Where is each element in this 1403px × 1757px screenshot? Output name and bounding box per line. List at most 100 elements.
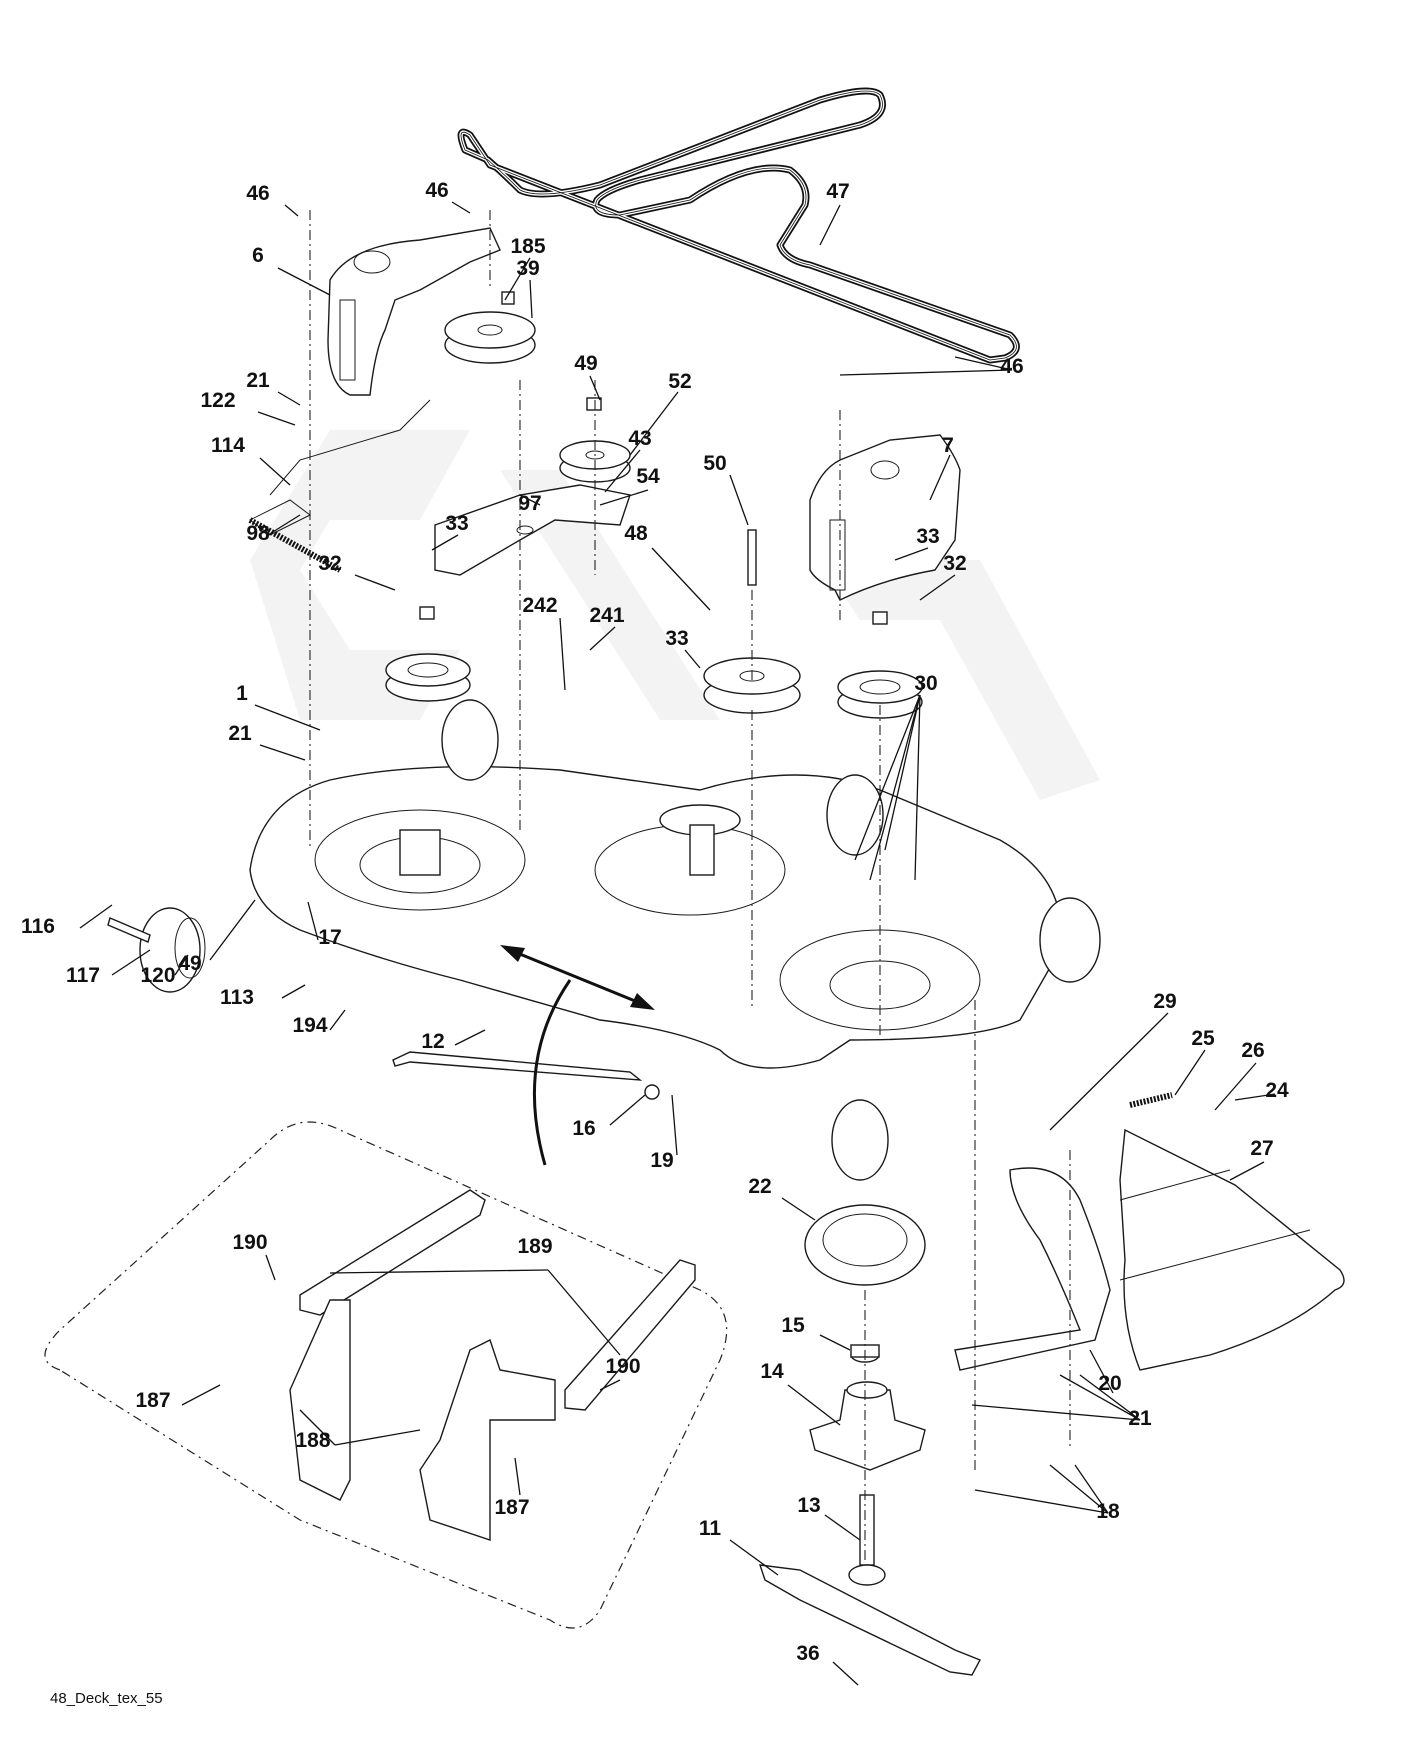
callout-label-27[interactable]: 27	[1250, 1137, 1273, 1160]
callout-label-190[interactable]: 190	[605, 1355, 640, 1378]
callout-leader	[929, 454, 951, 501]
callout-label-33[interactable]: 33	[445, 512, 468, 535]
callout-label-50[interactable]: 50	[703, 452, 726, 475]
callout-label-190[interactable]: 190	[232, 1231, 267, 1254]
callout-label-12[interactable]: 12	[421, 1030, 444, 1053]
callout-leader	[529, 279, 533, 319]
callout-leader	[919, 574, 956, 601]
callout-label-18[interactable]: 18	[1096, 1500, 1120, 1523]
chute-spring-25[interactable]	[1129, 1092, 1173, 1108]
callout-label-7[interactable]: 7	[942, 434, 954, 457]
idler-pulley-48[interactable]	[703, 529, 801, 714]
callout-label-26[interactable]: 26	[1241, 1039, 1264, 1062]
callout-label-16[interactable]: 16	[572, 1117, 595, 1140]
callout-label-36[interactable]: 36	[796, 1642, 819, 1665]
right-pulley-cover[interactable]	[809, 434, 961, 601]
callout-leader	[259, 457, 291, 486]
callout-leader	[824, 1514, 861, 1541]
callout-label-14[interactable]: 14	[760, 1360, 784, 1383]
callout-label-20[interactable]: 20	[1098, 1372, 1121, 1395]
callout-label-33[interactable]: 33	[665, 627, 688, 650]
deck-belt[interactable]	[457, 87, 1020, 364]
blade-11[interactable]	[758, 1564, 981, 1676]
callout-leader	[547, 1269, 621, 1356]
callout-label-187[interactable]: 187	[135, 1389, 170, 1412]
callout-label-49[interactable]: 49	[574, 352, 597, 375]
callout-label-242[interactable]: 242	[522, 594, 557, 617]
callout-label-11[interactable]: 11	[699, 1517, 722, 1540]
callout-label-188[interactable]: 188	[295, 1429, 330, 1452]
callout-label-117[interactable]: 117	[66, 964, 100, 987]
callout-label-33[interactable]: 33	[916, 525, 939, 548]
left-pulley-cover[interactable]	[327, 227, 501, 396]
callout-label-21[interactable]: 21	[246, 369, 270, 392]
callout-label-43[interactable]: 43	[628, 427, 651, 450]
spindle-pulley-32-right[interactable]	[837, 611, 923, 719]
callout-label-39[interactable]: 39	[516, 257, 539, 280]
callout-label-46[interactable]: 46	[425, 179, 448, 202]
callout-label-24[interactable]: 24	[1265, 1079, 1289, 1102]
callout-label-120[interactable]: 120	[140, 964, 175, 987]
gauge-wheel-front-center[interactable]	[831, 1099, 889, 1181]
gauge-wheel-rear-left[interactable]	[441, 699, 499, 781]
callout-label-185[interactable]: 185	[510, 235, 545, 258]
callout-label-114[interactable]: 114	[211, 434, 245, 457]
callout-leader	[79, 904, 113, 929]
gauge-wheel-front-right[interactable]	[1039, 897, 1101, 983]
callout-leader	[629, 391, 679, 456]
callout-leader	[111, 949, 151, 976]
gauge-wheel-rear-right[interactable]	[826, 774, 884, 856]
chute-deflector-bracket[interactable]	[954, 1167, 1111, 1371]
callout-label-32[interactable]: 32	[943, 552, 966, 575]
callout-label-21[interactable]: 21	[1128, 1407, 1152, 1430]
spindle-shaft-13[interactable]	[848, 1494, 886, 1586]
gauge-wheel-117[interactable]	[107, 907, 206, 993]
callout-label-47[interactable]: 47	[826, 180, 849, 203]
callout-label-15[interactable]: 15	[781, 1314, 805, 1337]
callout-leader	[684, 649, 701, 669]
stabilizer-rod[interactable]	[392, 1051, 660, 1100]
callout-label-97[interactable]: 97	[518, 492, 541, 515]
callout-label-1[interactable]: 1	[236, 682, 248, 705]
callout-label-189[interactable]: 189	[517, 1235, 552, 1258]
callout-label-6[interactable]: 6	[252, 244, 264, 267]
callout-label-32[interactable]: 32	[318, 552, 341, 575]
callout-label-29[interactable]: 29	[1153, 990, 1176, 1013]
callout-label-54[interactable]: 54	[636, 465, 660, 488]
callout-leader	[589, 626, 616, 651]
hanger-arm-right[interactable]	[564, 1259, 696, 1411]
hanger-arm-left[interactable]	[299, 1189, 486, 1316]
spacer-ring-22[interactable]	[804, 1204, 926, 1286]
callout-label-52[interactable]: 52	[668, 370, 691, 393]
callout-label-48[interactable]: 48	[624, 522, 648, 545]
callout-label-25[interactable]: 25	[1191, 1027, 1215, 1050]
callout-label-19[interactable]: 19	[650, 1149, 673, 1172]
deck-housing[interactable]	[249, 765, 1062, 1069]
idler-pulley-39[interactable]	[444, 291, 536, 364]
callout-label-98[interactable]: 98	[246, 522, 270, 545]
callout-label-22[interactable]: 22	[748, 1175, 771, 1198]
callout-label-46[interactable]: 46	[246, 182, 269, 205]
callout-label-21[interactable]: 21	[228, 722, 252, 745]
callout-label-122[interactable]: 122	[200, 389, 235, 412]
callout-label-116[interactable]: 116	[21, 915, 55, 938]
callout-label-113[interactable]: 113	[220, 986, 254, 1009]
discharge-chute[interactable]	[1119, 1128, 1345, 1371]
callout-leader	[884, 694, 921, 851]
callout-label-30[interactable]: 30	[914, 672, 937, 695]
callout-label-187[interactable]: 187	[494, 1496, 529, 1519]
callout-label-241[interactable]: 241	[589, 604, 624, 627]
callout-label-13[interactable]: 13	[797, 1494, 820, 1517]
callout-label-194[interactable]: 194	[292, 1014, 327, 1037]
idler-bracket-43[interactable]	[434, 484, 631, 576]
hanger-plate-right[interactable]	[419, 1339, 556, 1541]
spindle-pulley-32-left[interactable]	[385, 606, 471, 702]
callout-label-49[interactable]: 49	[178, 952, 201, 975]
callout-leader	[267, 514, 301, 536]
callout-leader	[604, 449, 641, 493]
spindle-housing-14[interactable]	[809, 1381, 926, 1471]
callout-label-46[interactable]: 46	[1000, 355, 1023, 378]
hanger-plate-left[interactable]	[289, 1299, 351, 1501]
callout-leader	[299, 1409, 336, 1446]
callout-label-17[interactable]: 17	[318, 926, 341, 949]
